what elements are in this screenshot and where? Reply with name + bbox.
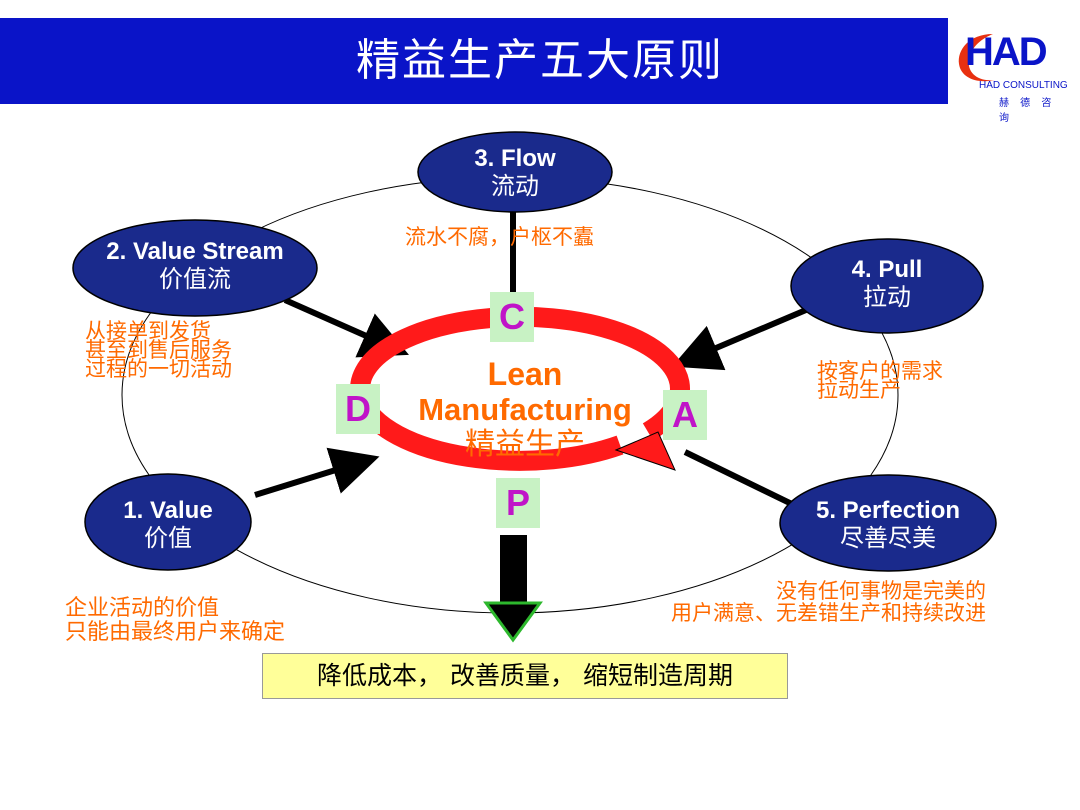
connector-perfection: [683, 449, 802, 511]
center-line-zh: 精益生产: [465, 427, 585, 462]
logo-swoosh-icon: [958, 34, 995, 82]
logo-name-zh: 赫 德 咨 询: [999, 98, 1056, 124]
pdca-cycle-arrowhead: [614, 431, 676, 471]
note-value-stream: 从接单到发货 甚至到售后服务 过程的一切活动: [85, 319, 232, 381]
note-pull-line2: 拉动生产: [817, 378, 901, 402]
connector-pull: [671, 307, 808, 371]
note-pull-line1: 按客户的需求: [817, 359, 943, 383]
note-value-stream-line1: 从接单到发货: [85, 319, 211, 343]
page-title: 精益生产五大原则: [356, 35, 724, 86]
node-flow-ellipse: [417, 131, 613, 213]
center-line-lean: Lean: [487, 356, 563, 392]
pdca-plan: P: [496, 478, 540, 528]
node-value-stream-en: 2. Value Stream: [106, 238, 284, 265]
note-flow-line: 流水不腐，户枢不蠹: [405, 225, 594, 249]
node-value-stream-ellipse: [72, 219, 318, 317]
company-logo: HAD HAD CONSULTING 赫 德 咨 询: [955, 22, 1075, 124]
pdca-cycle-arrow: [350, 306, 690, 471]
logo-mark: HAD: [965, 30, 1048, 74]
result-arrow-shaft: [500, 535, 527, 605]
node-pull-ellipse: [790, 238, 984, 334]
pdca-check: C: [490, 292, 534, 342]
node-value-stream-zh: 价值流: [159, 265, 231, 293]
pdca-do: D: [336, 384, 380, 434]
node-perfection-ellipse: [779, 474, 997, 572]
node-pull-en: 4. Pull: [851, 256, 923, 283]
node-perfection: 5. Perfection 尽善尽美: [780, 497, 996, 552]
node-perfection-en: 5. Perfection: [815, 497, 961, 524]
note-value-stream-line2: 甚至到售后服务: [85, 338, 232, 362]
center-label: Lean Manufacturing 精益生产: [390, 356, 660, 462]
node-value-stream: 2. Value Stream 价值流: [73, 238, 317, 293]
node-value-en: 1. Value: [123, 497, 213, 524]
node-value-ellipse: [84, 473, 252, 571]
note-value-line2: 只能由最终用户来确定: [65, 620, 286, 645]
note-perfection-line2: 用户满意、无差错生产和持续改进: [671, 601, 986, 625]
title-bar: [0, 18, 948, 104]
note-pull: 按客户的需求 拉动生产: [817, 359, 943, 402]
note-value-stream-line3: 过程的一切活动: [85, 357, 232, 381]
note-perfection-line1: 没有任何事物是完美的: [776, 579, 986, 603]
node-value: 1. Value 价值: [85, 497, 251, 552]
connector-value: [254, 447, 380, 498]
node-pull-zh: 拉动: [863, 283, 911, 311]
node-flow-en: 3. Flow: [474, 145, 556, 172]
logo-name-en: HAD CONSULTING: [979, 80, 1068, 91]
note-value: 企业活动的价值 只能由最终用户来确定: [65, 597, 285, 645]
note-flow: 流水不腐，户枢不蠹: [405, 225, 594, 249]
connector-value-stream: [283, 297, 409, 358]
result-arrow-head: [483, 601, 543, 643]
note-perfection: 没有任何事物是完美的 用户满意、无差错生产和持续改进: [626, 580, 986, 624]
node-flow-zh: 流动: [491, 172, 539, 200]
center-line-manufacturing: Manufacturing: [418, 392, 632, 427]
pdca-act: A: [663, 390, 707, 440]
node-flow: 3. Flow 流动: [418, 145, 612, 200]
note-value-line1: 企业活动的价值: [65, 596, 220, 621]
node-pull: 4. Pull 拉动: [791, 256, 983, 311]
node-value-zh: 价值: [144, 524, 192, 552]
node-perfection-zh: 尽善尽美: [840, 524, 936, 552]
result-box: 降低成本， 改善质量， 缩短制造周期: [262, 653, 788, 699]
